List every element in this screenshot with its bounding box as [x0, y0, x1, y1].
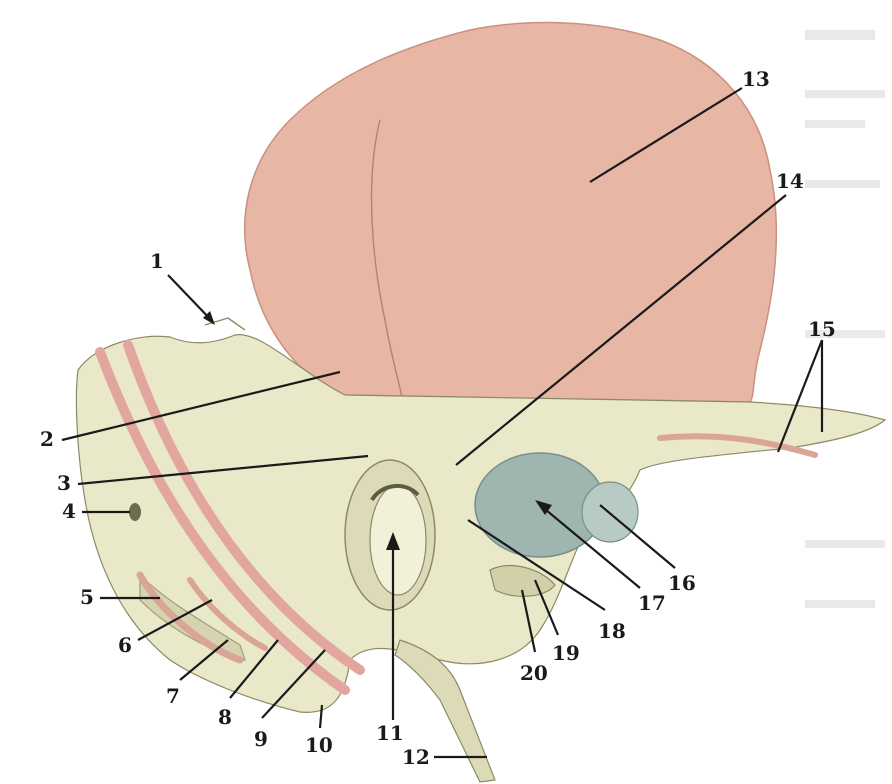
label-19: 19	[552, 641, 580, 665]
label-18: 18	[598, 619, 626, 643]
label-15: 15	[808, 317, 836, 341]
squamous-part	[245, 23, 777, 402]
label-13: 13	[742, 67, 770, 91]
label-14: 14	[776, 169, 804, 193]
label-5: 5	[80, 585, 94, 609]
label-9: 9	[254, 727, 268, 751]
label-16: 16	[668, 571, 696, 595]
label-20: 20	[520, 661, 548, 685]
acoustic-meatus-inner	[370, 485, 426, 595]
label-11: 11	[376, 721, 404, 745]
label-8: 8	[218, 705, 232, 729]
label-17: 17	[638, 591, 666, 615]
label-2: 2	[40, 427, 54, 451]
label-12: 12	[402, 745, 430, 769]
mastoid-foramen	[129, 503, 141, 521]
label-10: 10	[305, 733, 333, 757]
label-7: 7	[166, 684, 180, 708]
label-1: 1	[150, 249, 164, 273]
label-6: 6	[118, 633, 132, 657]
label-3: 3	[57, 471, 71, 495]
label-4: 4	[62, 499, 76, 523]
